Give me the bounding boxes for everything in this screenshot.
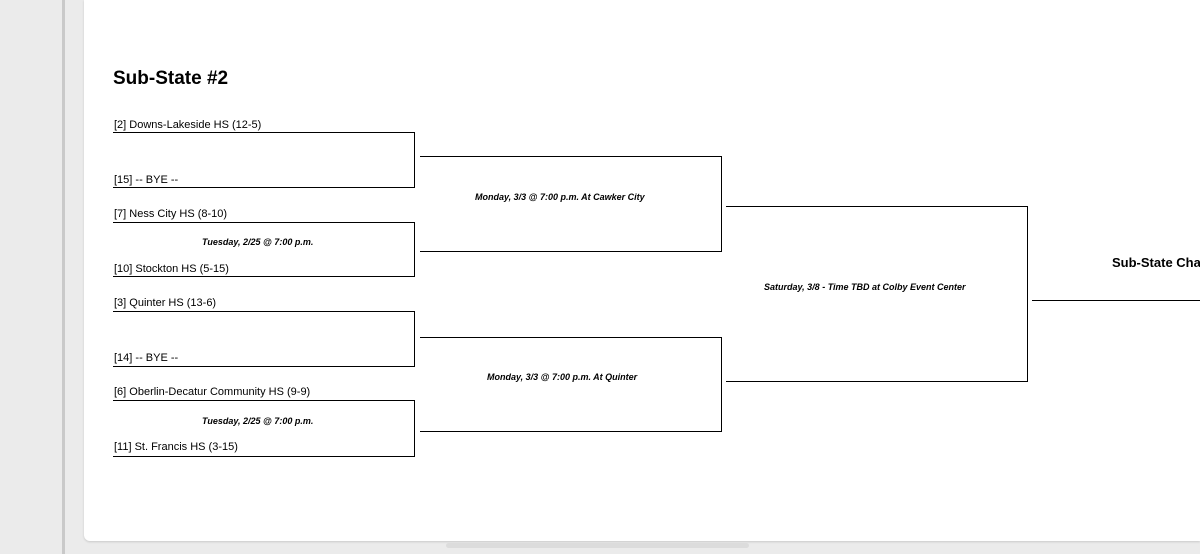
- game-r1-2-label: Tuesday, 2/25 @ 7:00 p.m.: [202, 237, 314, 247]
- team-slot-2: [15] -- BYE --: [114, 174, 179, 186]
- team-slot-6: [14] -- BYE --: [114, 352, 179, 364]
- bracket-line: [113, 132, 415, 133]
- bracket-line: [113, 366, 415, 367]
- bracket-title: Sub-State #2: [113, 68, 229, 89]
- bracket-line: [113, 400, 415, 401]
- team-slot-4: [10] Stockton HS (5-15): [114, 263, 229, 275]
- bracket-sheet: Sub-State #2 [2] Downs-Lakeside HS (12-5…: [84, 0, 1200, 541]
- bracket-line: [420, 337, 722, 338]
- game-final-label: Saturday, 3/8 - Time TBD at Colby Event …: [764, 282, 966, 292]
- horizontal-scrollbar[interactable]: [446, 543, 749, 548]
- bracket-line: [113, 456, 415, 457]
- game-r2-1-label: Monday, 3/3 @ 7:00 p.m. At Cawker City: [475, 192, 645, 202]
- game-r1-4-label: Tuesday, 2/25 @ 7:00 p.m.: [202, 416, 314, 426]
- bracket-line: [1032, 300, 1200, 301]
- bracket-line: [414, 222, 415, 277]
- bracket-line: [420, 431, 722, 432]
- viewer-edge: [62, 0, 65, 554]
- bracket-line: [113, 187, 415, 188]
- team-slot-8: [11] St. Francis HS (3-15): [114, 441, 238, 453]
- bracket-line: [420, 156, 722, 157]
- bracket-line: [113, 311, 415, 312]
- bracket-line: [721, 156, 722, 252]
- bracket-line: [420, 251, 722, 252]
- bracket-line: [726, 381, 1028, 382]
- team-slot-3: [7] Ness City HS (8-10): [114, 208, 228, 220]
- champion-label: Sub-State Champion: [1112, 255, 1200, 270]
- bracket-line: [113, 222, 415, 223]
- bracket-line: [721, 337, 722, 432]
- team-slot-7: [6] Oberlin-Decatur Community HS (9-9): [114, 386, 311, 398]
- team-slot-5: [3] Quinter HS (13-6): [114, 297, 217, 309]
- bracket-line: [1027, 206, 1028, 382]
- game-r2-2-label: Monday, 3/3 @ 7:00 p.m. At Quinter: [487, 372, 638, 382]
- bracket-line: [414, 400, 415, 457]
- bracket-line: [414, 132, 415, 188]
- bracket-line: [414, 311, 415, 367]
- bracket-line: [726, 206, 1028, 207]
- bracket-line: [113, 276, 415, 277]
- team-slot-1: [2] Downs-Lakeside HS (12-5): [114, 119, 262, 131]
